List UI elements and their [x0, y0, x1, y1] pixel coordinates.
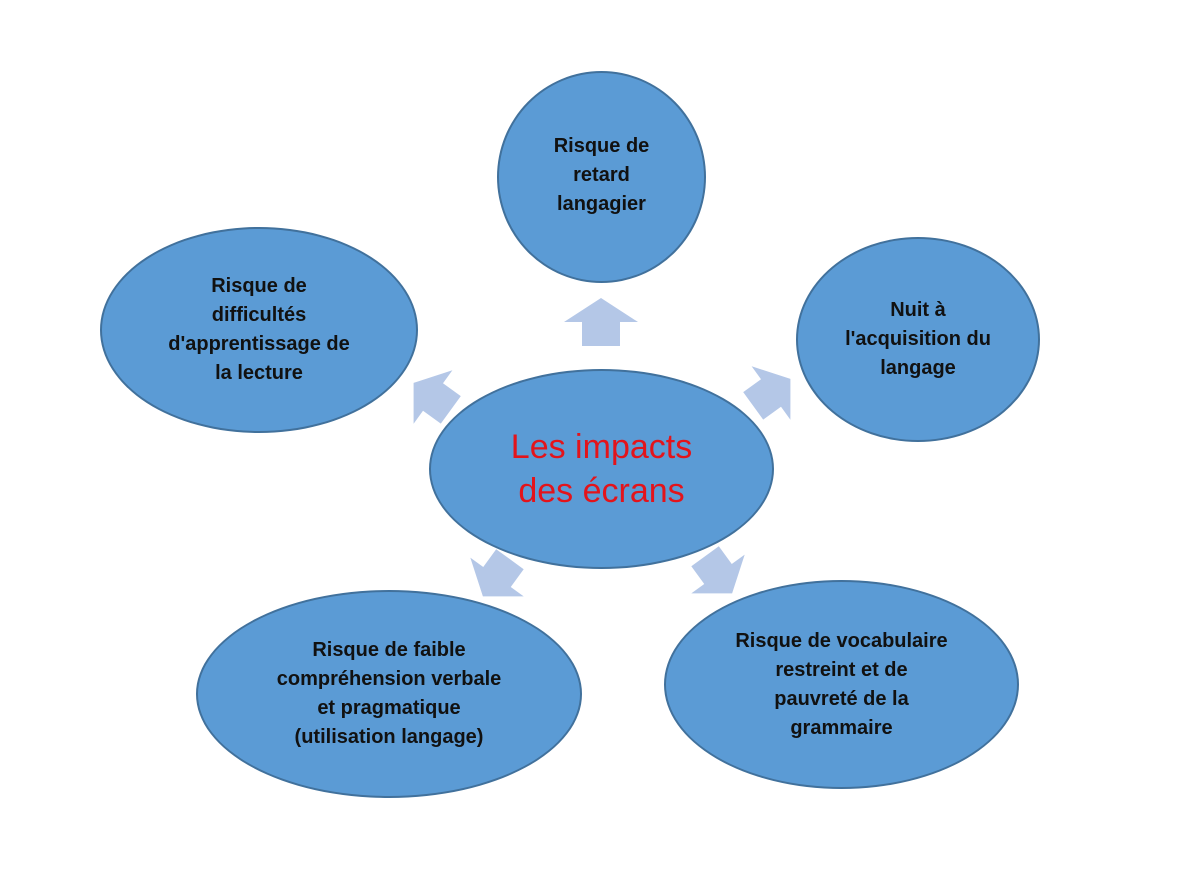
- node-line: difficultés: [211, 304, 307, 326]
- node-line: et pragmatique: [317, 697, 461, 719]
- arrow-to-bottom-right: [691, 546, 745, 594]
- node-comprehension-verbale: Risque de faible compréhension verbale e…: [196, 590, 582, 798]
- node-line: restreint et de: [775, 658, 908, 681]
- node-line: langage: [880, 357, 956, 379]
- node-line: langagier: [557, 192, 646, 215]
- node-line: Risque de faible: [312, 639, 466, 661]
- node-line: Nuit à: [890, 299, 946, 321]
- node-line: pauvreté de la: [774, 687, 909, 710]
- node-line: grammaire: [790, 716, 893, 739]
- node-difficultes-lecture-label: Risque de difficultés d'apprentissage de…: [168, 272, 349, 388]
- node-line: retard: [573, 163, 630, 186]
- node-acquisition-langage: Nuit à l'acquisition du langage: [796, 237, 1040, 442]
- node-line: (utilisation langage): [294, 726, 484, 748]
- node-line: Risque de: [553, 134, 650, 157]
- node-line: l'acquisition du: [845, 328, 991, 350]
- node-center-impacts: Les impacts des écrans: [429, 369, 774, 569]
- center-line: Les impacts: [510, 428, 693, 466]
- node-line: Risque de vocabulaire: [735, 629, 948, 652]
- arrow-to-right: [743, 366, 791, 420]
- node-acquisition-langage-label: Nuit à l'acquisition du langage: [845, 296, 991, 383]
- arrow-to-top: [564, 298, 638, 346]
- arrow-to-bottom-left: [470, 549, 524, 597]
- node-difficultes-lecture: Risque de difficultés d'apprentissage de…: [100, 227, 418, 433]
- node-retard-langagier: Risque de retard langagier: [497, 71, 706, 283]
- node-vocabulaire-grammaire-label: Risque de vocabulaire restreint et de pa…: [735, 627, 947, 743]
- node-line: Risque de: [211, 275, 307, 297]
- arrow-to-left: [413, 370, 461, 424]
- center-title: Les impacts des écrans: [511, 425, 692, 513]
- node-line: la lecture: [215, 362, 303, 384]
- node-comprehension-verbale-label: Risque de faible compréhension verbale e…: [277, 636, 502, 752]
- node-vocabulaire-grammaire: Risque de vocabulaire restreint et de pa…: [664, 580, 1019, 789]
- center-line: des écrans: [518, 472, 685, 510]
- node-retard-langagier-label: Risque de retard langagier: [554, 132, 650, 223]
- node-line: compréhension verbale: [276, 668, 502, 690]
- node-line: d'apprentissage de: [168, 333, 350, 355]
